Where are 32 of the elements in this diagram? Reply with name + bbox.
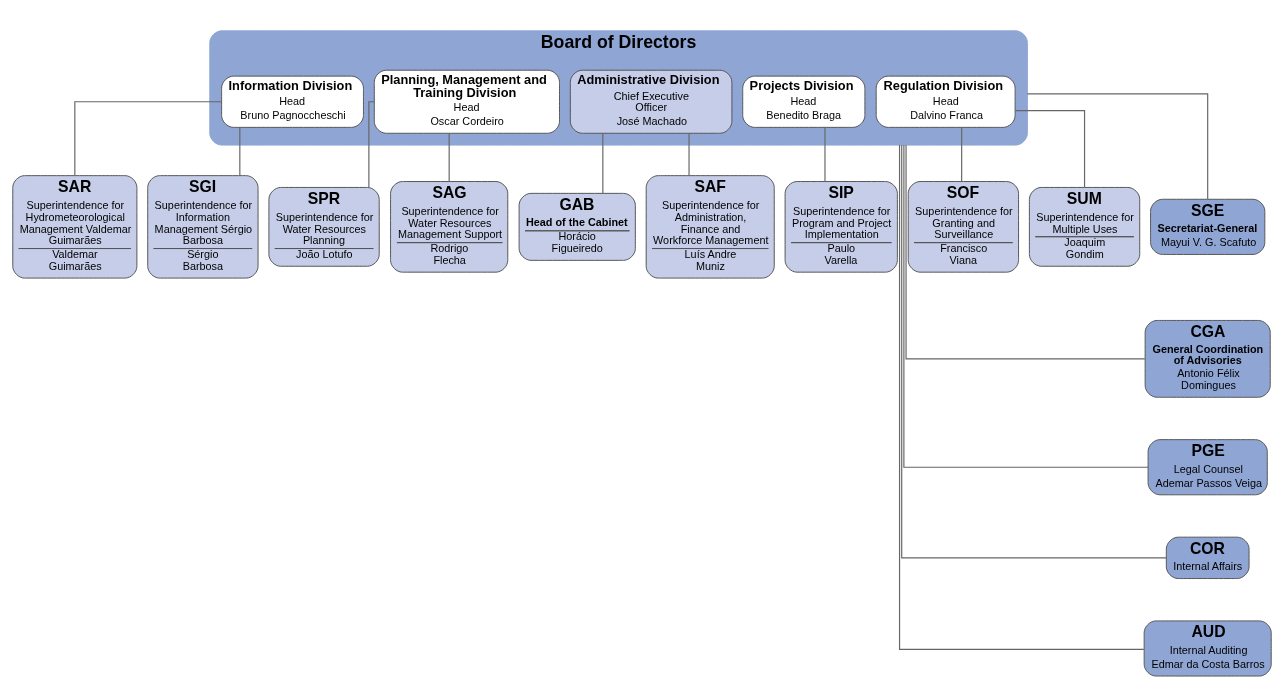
connector bbox=[1014, 109, 1086, 188]
connector bbox=[903, 144, 1149, 468]
node-box: SOF Superintendence for Granting and Surveillance Francisco Viana bbox=[907, 180, 1020, 273]
connector bbox=[961, 126, 963, 182]
node-box: CGA General Coordination of Advisories Antonio Félix Domingues bbox=[1144, 319, 1271, 398]
node-box: SGI Superintendence for Information Management Sérgio Barbosa Sérgio Barbosa bbox=[147, 174, 259, 279]
node-box: COR Internal Affairs bbox=[1165, 536, 1250, 579]
node-box: SAG Superintendence for Water Resources Management Support Rodrigo Flecha bbox=[390, 180, 509, 273]
node-box: Planning, Management and Training Division Head Oscar Cordeiro bbox=[373, 69, 560, 134]
node-box: SAR Superintendence for Hydrometeorological Management Valdemar Guimarães Valdemar Guimarães bbox=[12, 174, 138, 279]
connector bbox=[602, 132, 604, 194]
connector bbox=[448, 132, 450, 182]
connector bbox=[74, 100, 223, 176]
node-box: SPR Superintendence for Water Resources Planning João Lotufo bbox=[268, 186, 380, 267]
connector bbox=[824, 126, 826, 182]
node-box: GAB Head of the Cabinet Horácio Figueiredo bbox=[518, 192, 636, 261]
node-box: Projects Division Head Benedito Braga bbox=[742, 75, 866, 128]
connector bbox=[688, 132, 690, 176]
connector bbox=[898, 144, 1145, 650]
node-box: SAF Superintendence for Administration, Finance and Workforce Management Luís Andre Muniz bbox=[645, 174, 775, 279]
node-box: PGE Legal Counsel Ademar Passos Veiga bbox=[1147, 438, 1268, 495]
node-box: Regulation Division Head Dalvino Franca bbox=[875, 75, 1016, 128]
node-box: SIP Superintendence for Program and Project Implementation Paulo Varella bbox=[784, 180, 898, 273]
node-box: SUM Superintendence for Multiple Uses Joaquim Gondim bbox=[1028, 186, 1141, 267]
node-box: Administrative Division Chief Executive Officer José Machado bbox=[569, 69, 733, 134]
node-box: SGE Secretariat-General Mayui V. G. Scafuto bbox=[1150, 198, 1266, 255]
node-box: AUD Internal Auditing Edmar da Costa Barros bbox=[1143, 619, 1272, 677]
connector bbox=[1026, 92, 1209, 200]
connector bbox=[239, 126, 241, 176]
node-box: Information Division Head Bruno Pagnoccheschi bbox=[221, 75, 364, 128]
connector bbox=[901, 144, 1167, 558]
connector bbox=[905, 144, 1146, 359]
